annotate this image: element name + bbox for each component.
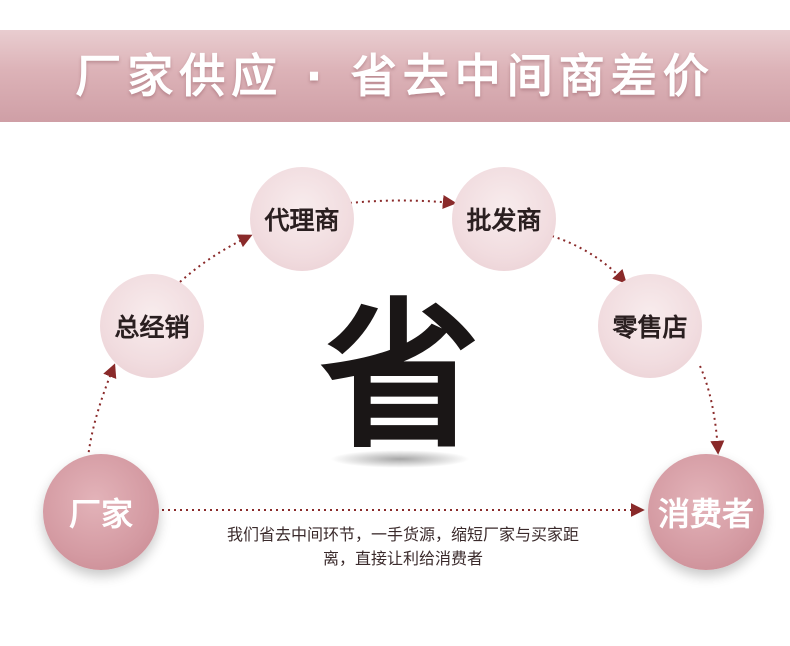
description-text: 我们省去中间环节，一手货源，缩短厂家与买家距 离，直接让利给消费者 [188,523,618,571]
center-character: 省 [320,283,481,470]
node-factory-label: 厂家 [68,495,133,533]
arrow-general-to-agent [179,234,253,283]
arrow-wholesaler-to-retailer [551,235,627,285]
arrow-agent-to-wholesaler [349,194,457,209]
header-banner: 厂家供应 · 省去中间商差价 [0,30,790,122]
description-line-1: 我们省去中间环节，一手货源，缩短厂家与买家距 [226,525,579,544]
node-general-distributor: 总经销 [100,274,204,378]
node-wholesaler-label: 批发商 [466,206,542,235]
node-agent: 代理商 [250,167,354,271]
banner-title: 厂家供应 · 省去中间商差价 [75,49,715,103]
node-agent-label: 代理商 [264,206,340,235]
node-retailer-label: 零售店 [612,313,688,342]
center-shadow [330,450,470,468]
node-wholesaler: 批发商 [452,167,556,271]
node-retailer: 零售店 [598,274,702,378]
node-consumer-label: 消费者 [657,495,754,533]
arrow-retailer-to-consumer [699,365,725,455]
node-consumer: 消费者 [648,454,764,570]
node-factory: 厂家 [43,454,159,570]
node-general-distributor-label: 总经销 [114,313,190,342]
arrow-factory-to-general [87,363,117,459]
description-line-2: 离，直接让利给消费者 [322,549,483,568]
